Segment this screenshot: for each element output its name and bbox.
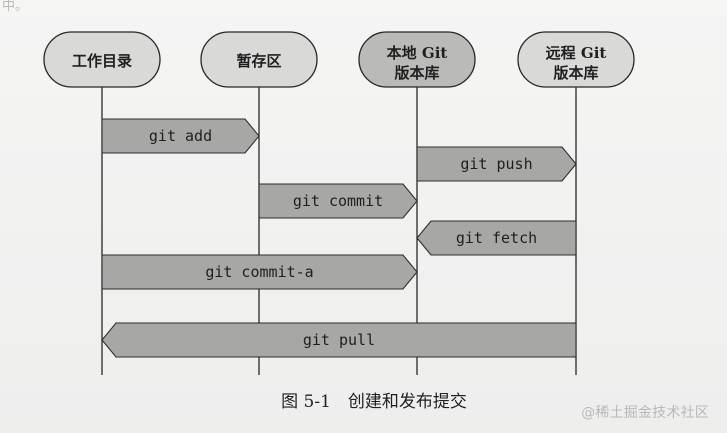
node-label-line: 暂存区 bbox=[236, 52, 281, 70]
arrow-label: git pull bbox=[303, 331, 375, 349]
node-workdir: 工作目录 bbox=[43, 31, 161, 88]
arrow-shape bbox=[101, 254, 418, 290]
node-label: 暂存区 bbox=[236, 52, 281, 70]
arrow-shape bbox=[416, 220, 577, 256]
arrow-label: git commit bbox=[293, 192, 383, 210]
node-label-line: 本地 Git bbox=[387, 44, 448, 62]
node-local: 本地 Git 版本库 bbox=[358, 31, 476, 88]
node-label-line: 远程 Git bbox=[546, 44, 607, 62]
arrow-label: git add bbox=[149, 127, 212, 145]
node-stage: 暂存区 bbox=[200, 31, 318, 88]
arrow-shape bbox=[258, 183, 418, 219]
command-arrows-group: git add git push git commit git fetch git co… bbox=[101, 118, 577, 358]
arrow-label: git commit-a bbox=[205, 263, 313, 281]
arrow-shape bbox=[416, 146, 577, 182]
node-label-line: 版本库 bbox=[553, 64, 598, 82]
node-label-line: 版本库 bbox=[394, 64, 439, 82]
node-label-line: 工作目录 bbox=[72, 52, 132, 70]
node-bubble bbox=[358, 31, 476, 88]
nodes-group: 工作目录 暂存区 本地 Git 版本库 远程 Git 版本库 bbox=[43, 31, 635, 88]
node-label: 工作目录 bbox=[72, 52, 132, 70]
command-arrow-git-commit: git commit bbox=[258, 183, 418, 219]
command-arrow-git-add: git add bbox=[101, 118, 260, 154]
figure-caption: 图 5-1 创建和发布提交 bbox=[281, 392, 467, 412]
command-arrow-git-commit-a: git commit-a bbox=[101, 254, 418, 290]
node-bubble bbox=[43, 31, 161, 88]
watermark: @稀土掘金技术社区 bbox=[581, 405, 709, 421]
arrow-shape bbox=[101, 118, 260, 154]
command-arrow-git-pull: git pull bbox=[101, 322, 577, 358]
node-label: 本地 Git 版本库 bbox=[387, 44, 448, 82]
command-arrow-git-push: git push bbox=[416, 146, 577, 182]
arrow-shape bbox=[101, 322, 577, 358]
arrow-label: git fetch bbox=[456, 229, 537, 247]
top-text-fragment: 中。 bbox=[2, 0, 29, 14]
node-remote: 远程 Git 版本库 bbox=[517, 31, 635, 88]
arrow-label: git push bbox=[460, 155, 532, 173]
command-arrow-git-fetch: git fetch bbox=[416, 220, 577, 256]
node-label: 远程 Git 版本库 bbox=[546, 44, 607, 82]
node-bubble bbox=[200, 31, 318, 88]
node-bubble bbox=[517, 31, 635, 88]
